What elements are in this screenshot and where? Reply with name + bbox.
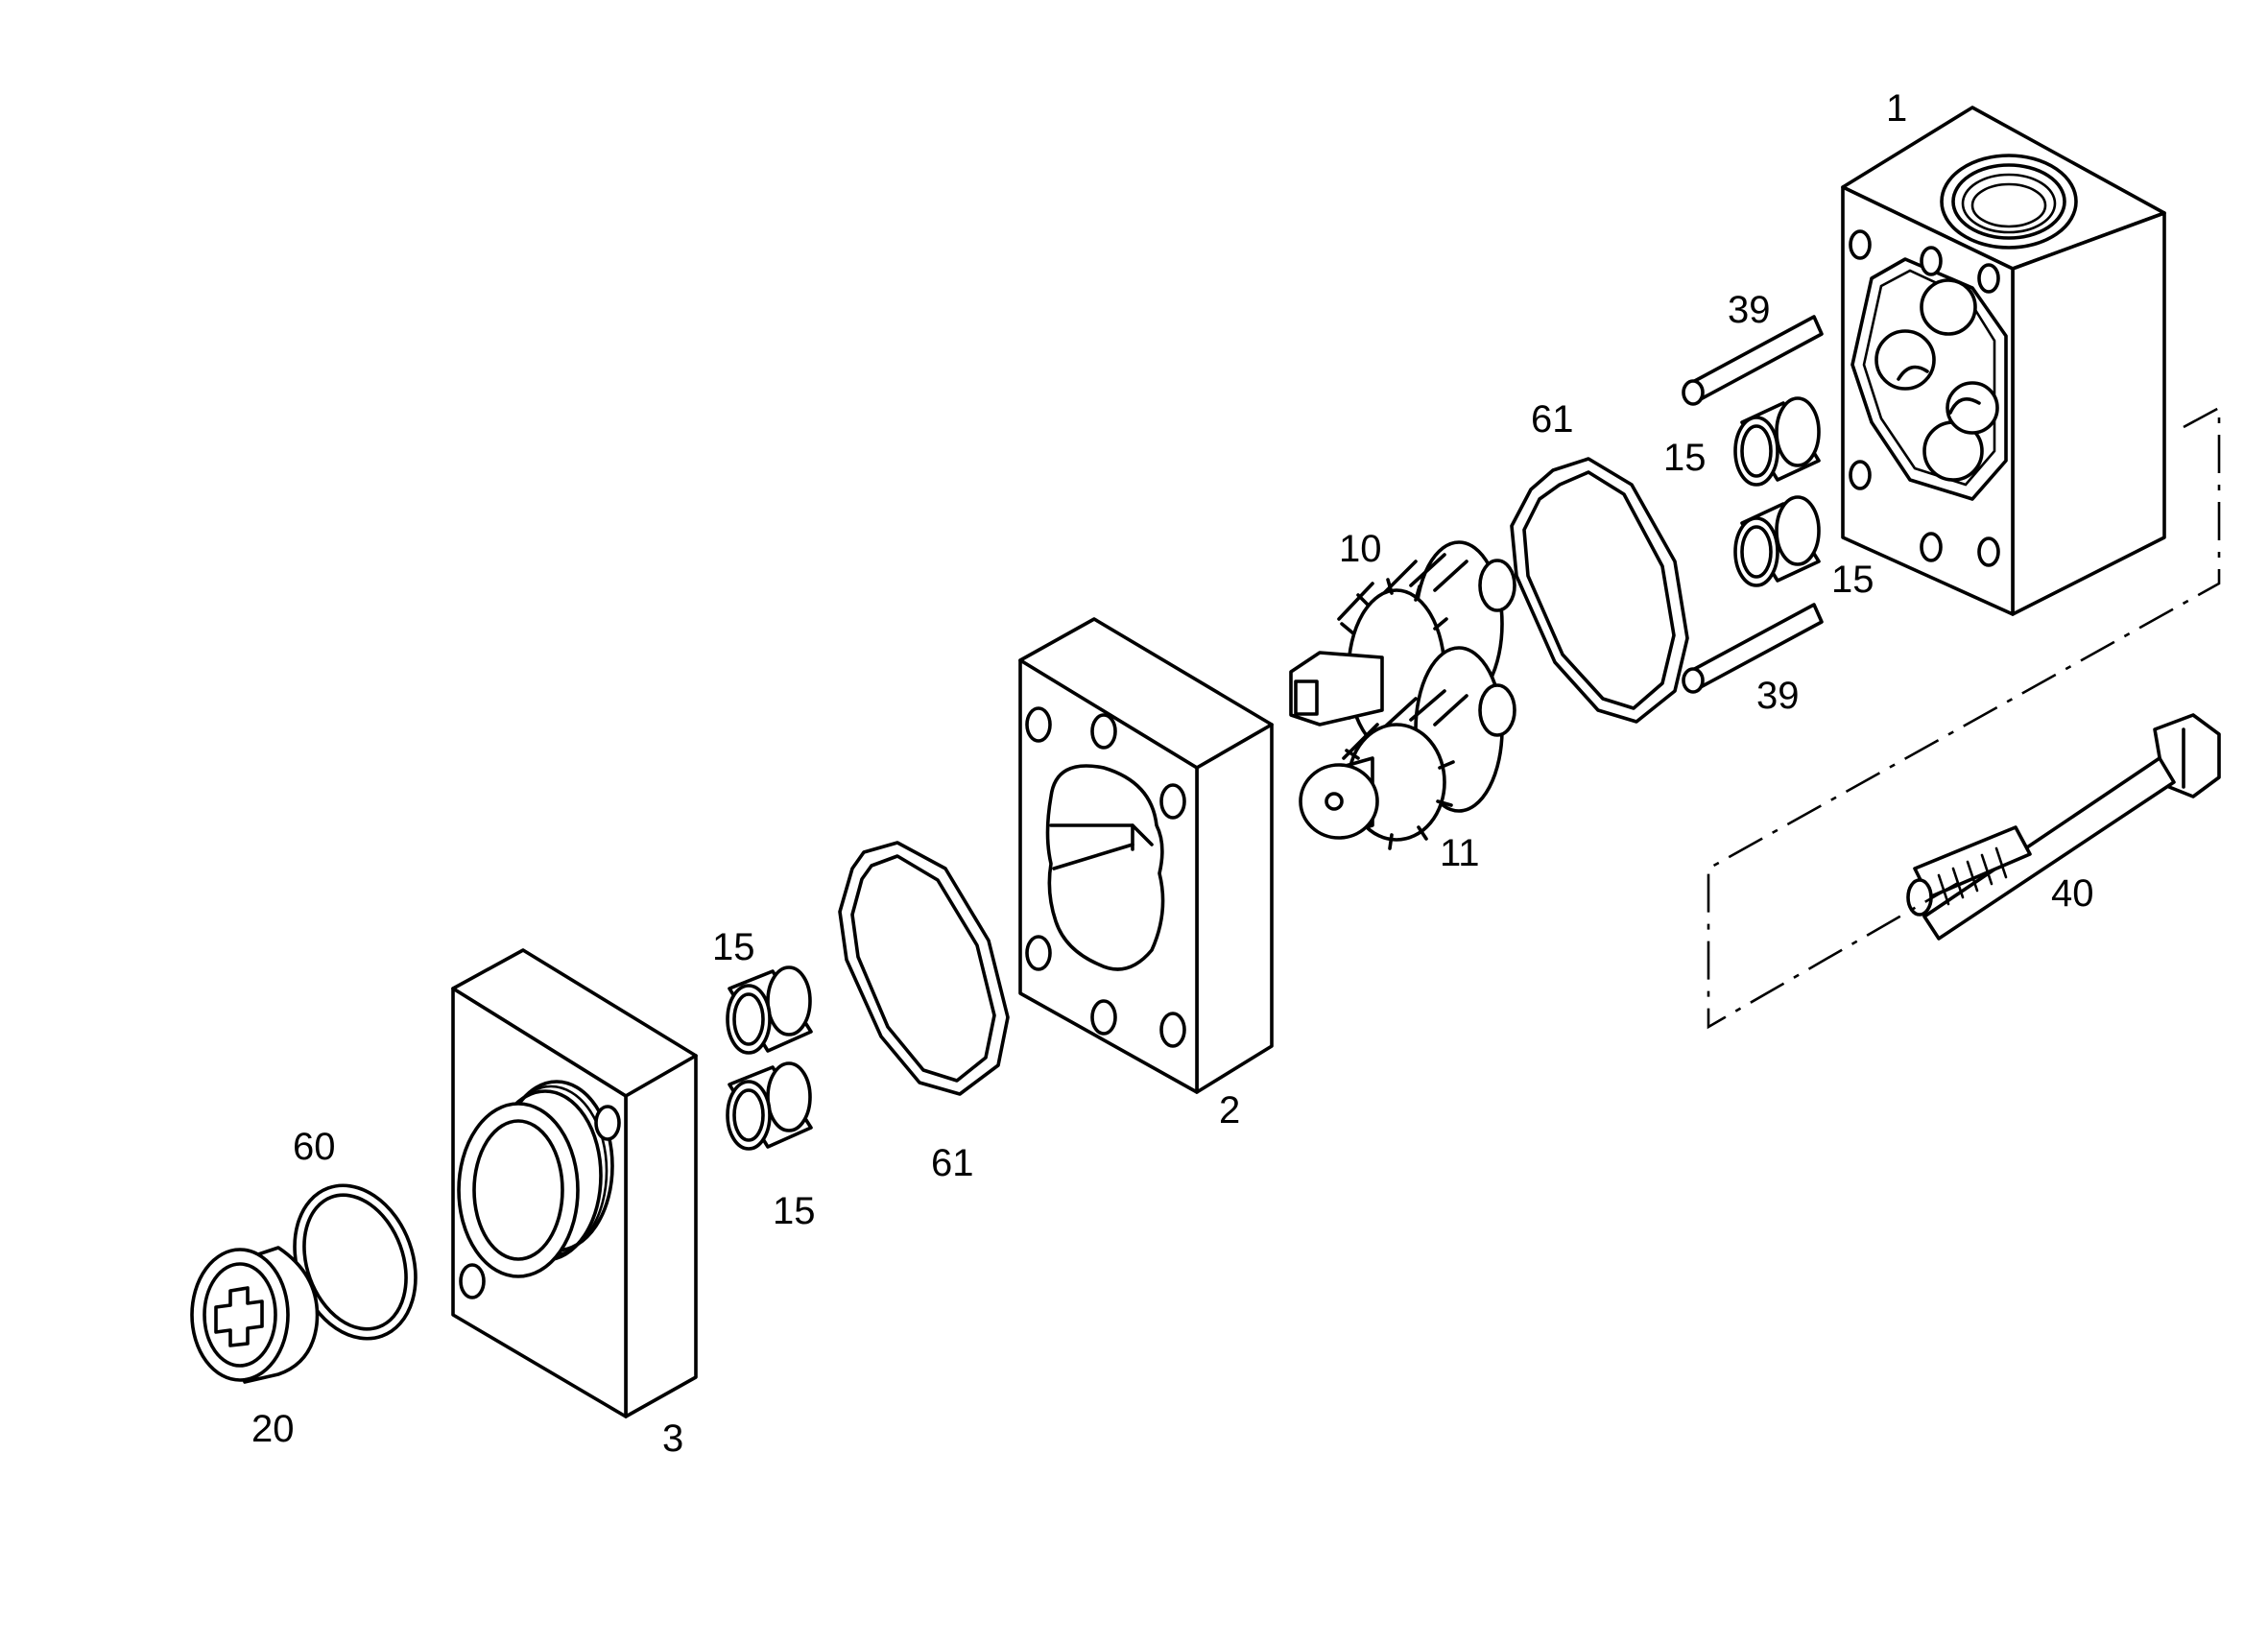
part-20-coupling (190, 1246, 320, 1384)
callout-15-top: 15 (1663, 437, 1707, 479)
part-61-seal-left (838, 841, 1010, 1096)
callout-40: 40 (2051, 872, 2094, 915)
part-39-pin-bottom (1682, 603, 1824, 694)
callout-61-left: 61 (931, 1142, 974, 1184)
assembly-centerline (1707, 405, 2221, 1030)
callout-39-top: 39 (1728, 289, 1771, 331)
callout-2: 2 (1219, 1089, 1240, 1132)
part-40-bolt (1906, 713, 2221, 941)
callout-11: 11 (1440, 832, 1480, 874)
part-1-housing (1841, 106, 2166, 616)
part-2-plate (1018, 617, 1274, 1094)
callout-15-left-top: 15 (712, 926, 755, 968)
callout-39-bottom: 39 (1756, 675, 1800, 717)
part-15-bushing-left-top (726, 965, 813, 1055)
part-39-pin-top (1682, 315, 1824, 406)
callout-20: 20 (251, 1408, 295, 1450)
part-61-seal-right (1510, 457, 1689, 724)
part-15-bushing-top (1733, 396, 1821, 487)
callout-15-mid: 15 (1831, 559, 1874, 601)
callout-60: 60 (293, 1126, 336, 1168)
part-15-bushing-left-bottom (726, 1061, 813, 1151)
callout-10: 10 (1339, 528, 1382, 570)
callout-61-right: 61 (1531, 398, 1574, 441)
part-11-gear (1299, 646, 1516, 850)
callout-3: 3 (662, 1418, 683, 1460)
part-15-bushing-mid (1733, 495, 1821, 587)
callout-1: 1 (1886, 87, 1907, 130)
part-3-cover (451, 948, 698, 1418)
callout-15-left-bottom: 15 (773, 1190, 816, 1232)
